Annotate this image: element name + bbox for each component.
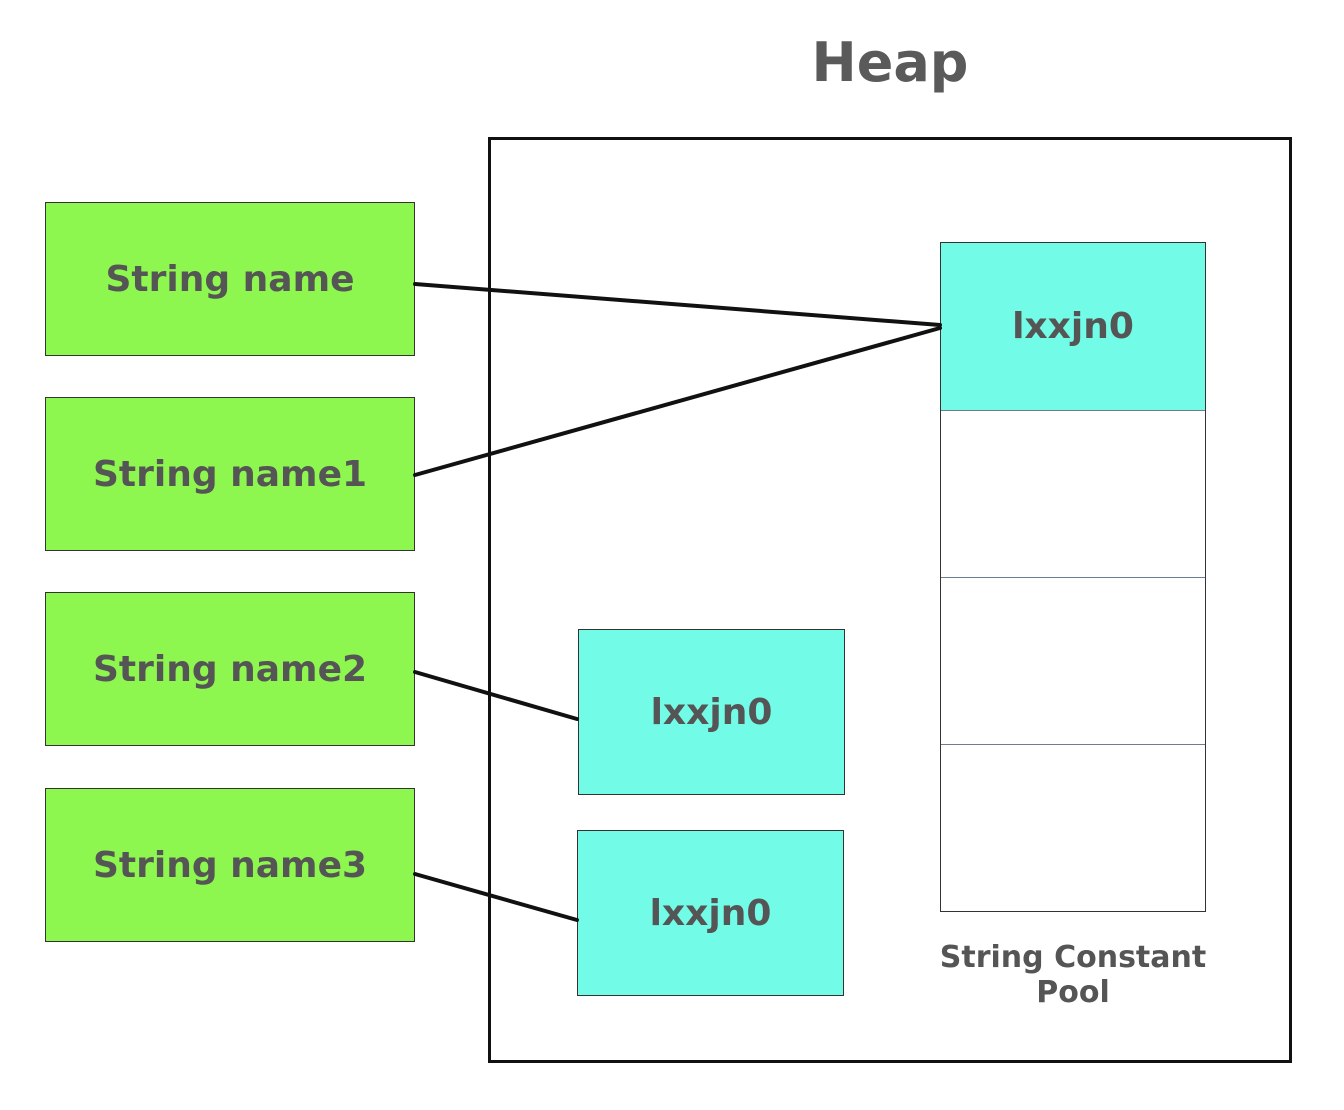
variable-string-name1: String name1: [45, 397, 415, 551]
pool-cell-4: [941, 744, 1205, 911]
pool-cell-1: lxxjn0: [941, 243, 1205, 410]
heap-title: Heap: [811, 31, 969, 94]
pool-cell-3: [941, 577, 1205, 744]
pool-divider: [941, 577, 1205, 578]
pool-cell-2: [941, 410, 1205, 577]
variable-string-name: String name: [45, 202, 415, 356]
pool-label: String Constant Pool: [939, 940, 1207, 1010]
pool-divider: [941, 410, 1205, 411]
pool-divider: [941, 744, 1205, 745]
variable-string-name3: String name3: [45, 788, 415, 942]
variable-string-name2: String name2: [45, 592, 415, 746]
heap-string-object-1: lxxjn0: [578, 629, 845, 795]
string-constant-pool: lxxjn0: [940, 242, 1206, 912]
heap-area: [488, 137, 1292, 1063]
heap-string-object-2: lxxjn0: [577, 830, 844, 996]
